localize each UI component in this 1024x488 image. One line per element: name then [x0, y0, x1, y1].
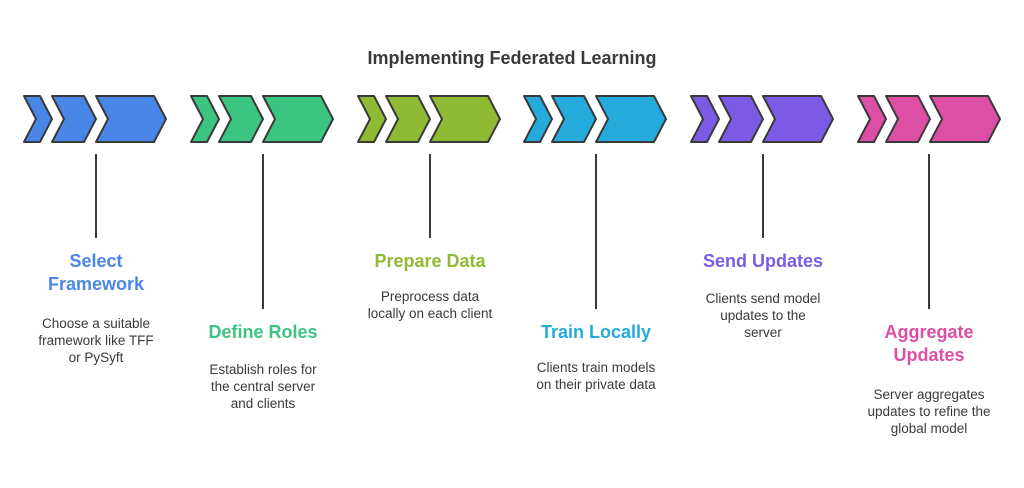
step-5-title-line: Send Updates [702, 251, 824, 271]
step-4-description-line: Clients train models [536, 360, 656, 375]
step-5-description-line: updates to the [720, 308, 806, 323]
step-4-chevron-1-icon [523, 95, 553, 143]
step-2-chevron-group [190, 95, 334, 143]
step-4-chevron-2-icon [551, 95, 597, 143]
step-4-description-line: on their private data [536, 377, 656, 392]
step-5-chevron-1-icon [690, 95, 720, 143]
step-1-description-line: or PySyft [68, 350, 124, 365]
step-1-title-line: Select [69, 251, 123, 271]
step-6-description-line: global model [890, 421, 968, 436]
step-1-chevron-3-icon [95, 95, 167, 143]
step-4-chevron-3-icon [595, 95, 667, 143]
step-2-chevron-1-icon [190, 95, 220, 143]
step-1-chevron-group [23, 95, 167, 143]
step-6-title-line: Updates [893, 345, 965, 365]
diagram-title: Implementing Federated Learning [367, 48, 657, 68]
step-2-description-line: the central server [210, 379, 316, 394]
step-6-chevron-2-icon [885, 95, 931, 143]
step-5-description-line: server [744, 325, 782, 340]
step-6-description: Server aggregates updates to refine the gl… [844, 386, 1014, 437]
step-5-title: Send Updates [678, 250, 848, 273]
step-1-description-line: Choose a suitable [41, 316, 151, 331]
step-4-title: Train Locally [511, 321, 681, 344]
step-2-description-line: Establish roles for [209, 362, 317, 377]
step-6-description-line: updates to refine the [867, 404, 991, 419]
step-2-description-line: and clients [230, 396, 296, 411]
step-6-chevron-group [857, 95, 1001, 143]
step-2-title: Define Roles [178, 321, 348, 344]
step-3-description: Preprocess data locally on each client [345, 288, 515, 322]
step-1-description-line: framework like TFF [38, 333, 154, 348]
step-4-chevron-group [523, 95, 667, 143]
step-2-title-line: Define Roles [208, 322, 318, 342]
step-6-chevron-3-icon [929, 95, 1001, 143]
step-6-title-line: Aggregate [884, 322, 974, 342]
step-5-chevron-group [690, 95, 834, 143]
step-1-chevron-1-icon [23, 95, 53, 143]
step-2-description: Establish roles for the central server and… [178, 361, 348, 412]
step-6-chevron-1-icon [857, 95, 887, 143]
step-5-chevron-2-icon [718, 95, 764, 143]
step-3-chevron-1-icon [357, 95, 387, 143]
step-2-chevron-3-icon [262, 95, 334, 143]
step-1-title-line: Framework [47, 274, 145, 294]
step-3-description-line: locally on each client [367, 306, 493, 321]
step-3-title-line: Prepare Data [374, 251, 486, 271]
step-1-description: Choose a suitable framework like TFF or Py… [11, 315, 181, 366]
step-5-chevron-3-icon [762, 95, 834, 143]
step-1-chevron-2-icon [51, 95, 97, 143]
step-3-chevron-2-icon [385, 95, 431, 143]
step-4-title-line: Train Locally [540, 322, 652, 342]
step-5-description-line: Clients send model [705, 291, 821, 306]
step-3-title: Prepare Data [345, 250, 515, 273]
step-5-description: Clients send model updates to the server [678, 290, 848, 341]
step-4-description: Clients train models on their private dat… [511, 359, 681, 393]
step-6-description-line: Server aggregates [873, 387, 985, 402]
step-3-description-line: Preprocess data [380, 289, 480, 304]
step-3-chevron-3-icon [429, 95, 501, 143]
step-2-chevron-2-icon [218, 95, 264, 143]
step-3-chevron-group [357, 95, 501, 143]
